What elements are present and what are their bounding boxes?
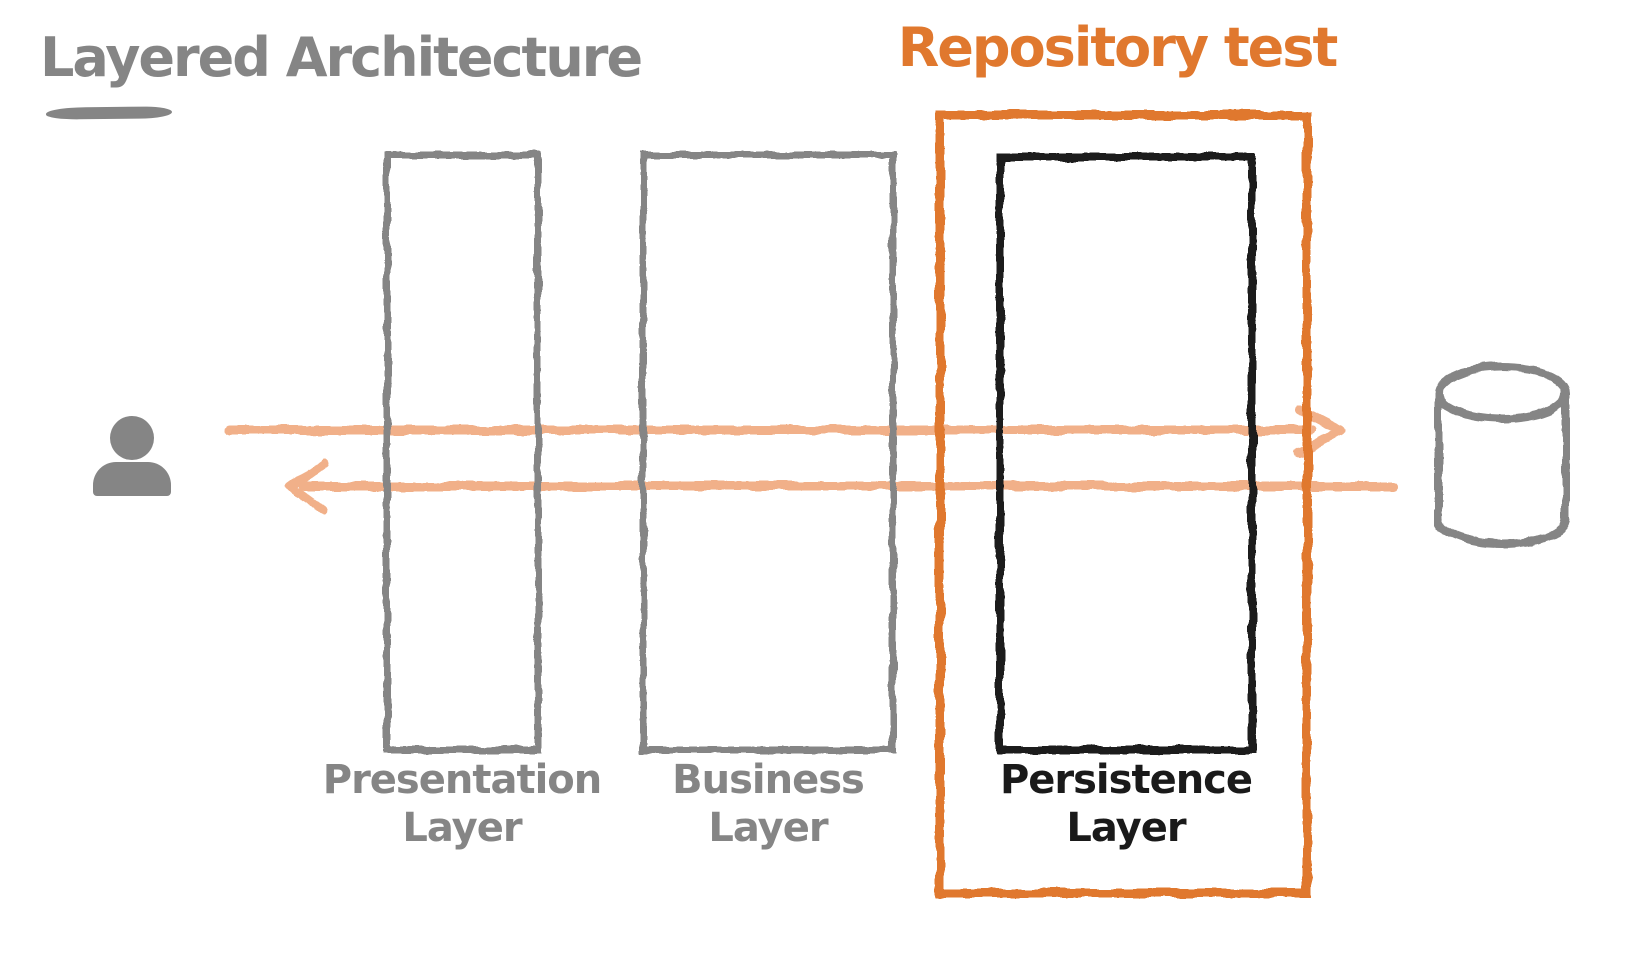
business-layer-label: Business Layer [672,757,865,851]
presentation-layer-label: Presentation Layer [322,757,603,851]
response-arrowhead-icon [286,458,329,516]
person-head [110,416,154,460]
persistence-layer-label: Persistence Layer [999,757,1253,851]
database-top [1434,363,1570,423]
repository-test-highlight-box [935,110,1312,898]
presentation-layer-box [383,151,542,754]
repository-test-title: Repository test [897,16,1339,79]
database-body [1434,393,1570,548]
flow-arrows [225,404,1398,516]
database-icon [1434,363,1570,548]
page-title: Layered Architecture [40,26,643,89]
business-layer-box [639,151,897,754]
person-body [93,462,171,496]
person-icon [93,416,171,496]
persistence-layer-box [996,153,1256,754]
request-arrowhead-icon [1294,404,1346,458]
title-underline [45,106,173,120]
